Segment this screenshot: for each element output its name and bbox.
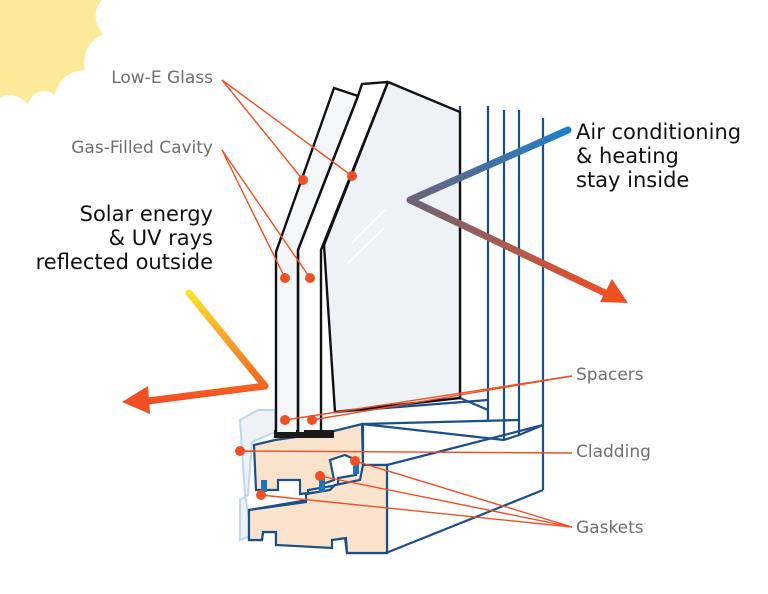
outer-glass-pane-1 — [276, 88, 358, 432]
ac-arrow-path-lower — [406, 196, 609, 297]
label-spacers: Spacers — [576, 365, 644, 385]
solar-arrow-path — [136, 289, 269, 406]
label-low-e-glass: Low-E Glass — [111, 68, 213, 88]
solar-arrow-head — [122, 386, 150, 414]
label-solar-energy: Solar energy & UV rays reflected outside — [35, 202, 213, 274]
sun-icon — [0, 0, 103, 105]
leader-lines — [221, 79, 573, 528]
ac-arrow-path-upper — [406, 126, 572, 204]
gasket-3 — [353, 462, 359, 474]
label-gaskets: Gaskets — [576, 518, 644, 538]
spacer-block — [274, 430, 334, 438]
frame-lower-sash — [247, 463, 389, 555]
label-cladding: Cladding — [576, 442, 651, 462]
label-gas-filled-cavity: Gas-Filled Cavity — [71, 138, 213, 158]
label-air-conditioning: Air conditioning & heating stay inside — [576, 120, 742, 192]
gasket-1 — [261, 480, 267, 492]
frame-rear-lines — [458, 106, 545, 490]
glass-pane-outlines — [274, 80, 390, 432]
gasket-2 — [319, 478, 325, 492]
leader-dots — [235, 171, 360, 500]
ac-arrow-head — [600, 279, 628, 303]
